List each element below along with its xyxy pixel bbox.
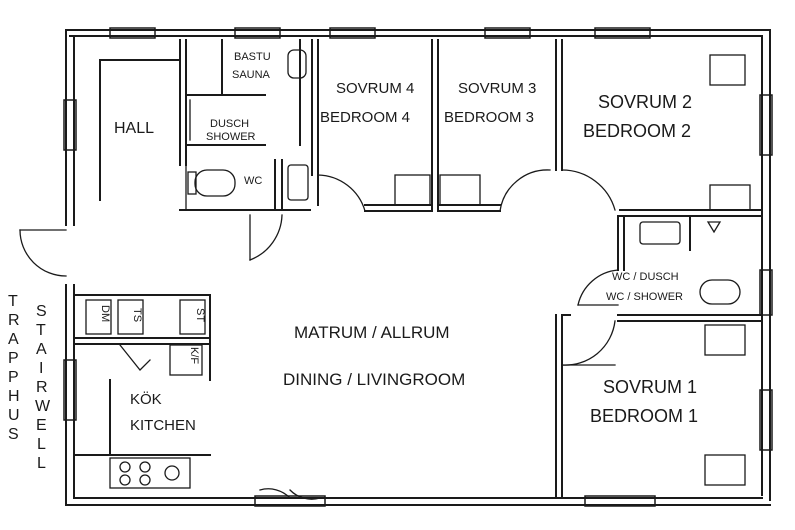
stove bbox=[109, 457, 191, 489]
label-st: ST bbox=[194, 308, 206, 322]
label-kitchen: KITCHEN bbox=[130, 417, 196, 434]
trapphus-label: T R A P P H U S bbox=[8, 293, 20, 443]
label-wc-shower: WC / SHOWER bbox=[606, 291, 683, 303]
windows bbox=[63, 27, 773, 507]
trapphus-letter: H bbox=[8, 388, 20, 405]
sink-lower bbox=[639, 221, 681, 245]
label-sauna: SAUNA bbox=[232, 69, 271, 81]
label-kok: KÖK bbox=[130, 390, 162, 408]
label-dm: DM bbox=[99, 305, 111, 322]
dryer bbox=[117, 299, 144, 335]
trapphus-letter: P bbox=[8, 350, 19, 367]
label-bedroom-1: BEDROOM 1 bbox=[590, 406, 698, 426]
label-bedroom-3: BEDROOM 3 bbox=[444, 109, 534, 126]
interior-walls bbox=[73, 39, 763, 499]
label-bedroom-2: BEDROOM 2 bbox=[583, 121, 691, 141]
trapphus-letter: P bbox=[8, 369, 19, 386]
label-bedroom-4: BEDROOM 4 bbox=[320, 109, 410, 126]
label-sovrum-2: SOVRUM 2 bbox=[598, 92, 692, 112]
outer-walls bbox=[65, 29, 771, 506]
stairwell-letter: L bbox=[37, 455, 46, 472]
sauna-heater bbox=[287, 49, 307, 79]
label-hall: HALL bbox=[114, 120, 154, 137]
label-wc: WC bbox=[244, 175, 262, 187]
toilet-lower bbox=[699, 279, 741, 305]
trapphus-letter: U bbox=[8, 407, 20, 424]
trapphus-letter: S bbox=[8, 426, 19, 443]
label-dining: DINING / LIVINGROOM bbox=[283, 370, 465, 389]
washer bbox=[179, 299, 206, 335]
label-sovrum-4: SOVRUM 4 bbox=[336, 80, 414, 97]
fixtures bbox=[85, 49, 751, 489]
sink-upper bbox=[287, 164, 309, 201]
stairwell-letter: W bbox=[35, 398, 51, 415]
label-shower: SHOWER bbox=[206, 131, 256, 143]
stairwell-letter: L bbox=[37, 436, 46, 453]
dishwasher bbox=[85, 299, 112, 335]
stairwell-letter: R bbox=[36, 379, 48, 396]
stairwell-letter: I bbox=[39, 360, 43, 377]
label-sovrum-3: SOVRUM 3 bbox=[458, 80, 536, 97]
label-sovrum-1: SOVRUM 1 bbox=[603, 377, 697, 397]
toilet-upper bbox=[194, 169, 236, 197]
label-ts: TS bbox=[131, 308, 143, 322]
fridge bbox=[169, 344, 203, 376]
stairwell-letter: A bbox=[36, 341, 47, 358]
label-wc-dusch: WC / DUSCH bbox=[612, 271, 679, 283]
trapphus-letter: A bbox=[8, 331, 19, 348]
label-matrum: MATRUM / ALLRUM bbox=[294, 323, 450, 342]
stairwell-letter: E bbox=[36, 417, 47, 434]
label-kf: K/F bbox=[188, 347, 200, 364]
trapphus-letter: T bbox=[8, 293, 18, 310]
stairwell-label: S T A I R W E L L bbox=[35, 303, 51, 472]
trapphus-letter: R bbox=[8, 312, 20, 329]
label-bastu: BASTU bbox=[234, 51, 271, 63]
stairwell-letter: T bbox=[36, 322, 46, 339]
doors bbox=[19, 164, 619, 500]
stairwell-letter: S bbox=[36, 303, 47, 320]
label-dusch: DUSCH bbox=[210, 118, 249, 130]
